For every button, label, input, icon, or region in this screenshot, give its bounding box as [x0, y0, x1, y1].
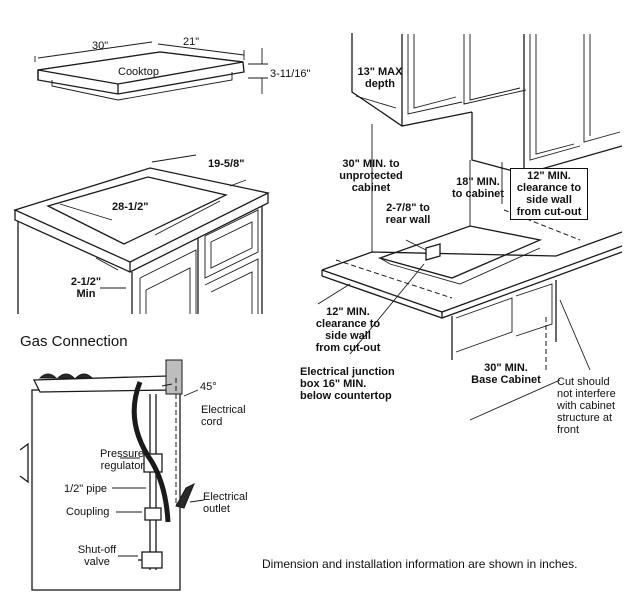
cutout-width-label: 28-1/2"	[112, 201, 149, 213]
electrical-cord-label: Electrical cord	[201, 404, 246, 428]
to-cabinet-label: 18" MIN. to cabinet	[452, 176, 504, 200]
cutout-front-min-label: 2-1/2" Min	[70, 276, 102, 300]
gas-connection-drawing	[19, 359, 205, 591]
cooktop-width-label: 30"	[92, 40, 109, 52]
base-cabinet-label: 30" MIN. Base Cabinet	[471, 362, 541, 386]
cutout-cabinet-drawing	[13, 154, 270, 314]
installation-drawing	[317, 33, 623, 421]
junction-box-label: Electrical junction box 16" MIN. below c…	[300, 366, 395, 402]
unprotected-cabinet-label: 30" MIN. to unprotected cabinet	[339, 158, 403, 194]
rear-wall-label: 2-7/8" to rear wall	[385, 202, 431, 226]
cooktop-label: Cooktop	[118, 66, 159, 78]
electrical-outlet-label: Electrical outlet	[203, 491, 248, 515]
gas-connection-title: Gas Connection	[20, 333, 128, 350]
max-depth-label: 13" MAX depth	[357, 66, 403, 90]
side-wall-clearance-left-label: 12" MIN. clearance to side wall from cut…	[315, 306, 381, 354]
angle-label: 45°	[200, 381, 217, 393]
cooktop-depth-label: 21"	[183, 36, 200, 48]
coupling-label: Coupling	[66, 506, 110, 518]
footnote: Dimension and installation information a…	[262, 557, 578, 571]
cooktop-height-label: 3-11/16"	[270, 68, 311, 80]
cutout-depth-label: 19-5/8"	[208, 158, 245, 170]
side-wall-clearance-right-label: 12" MIN. clearance to side wall from cut…	[510, 168, 588, 220]
shutoff-valve-label: Shut-off valve	[77, 544, 117, 568]
cut-note-label: Cut should not interfere with cabinet st…	[557, 376, 616, 436]
pressure-regulator-label: Pressure regulator	[99, 448, 144, 472]
cooktop-drawing	[34, 41, 268, 101]
pipe-label: 1/2" pipe	[64, 483, 108, 495]
